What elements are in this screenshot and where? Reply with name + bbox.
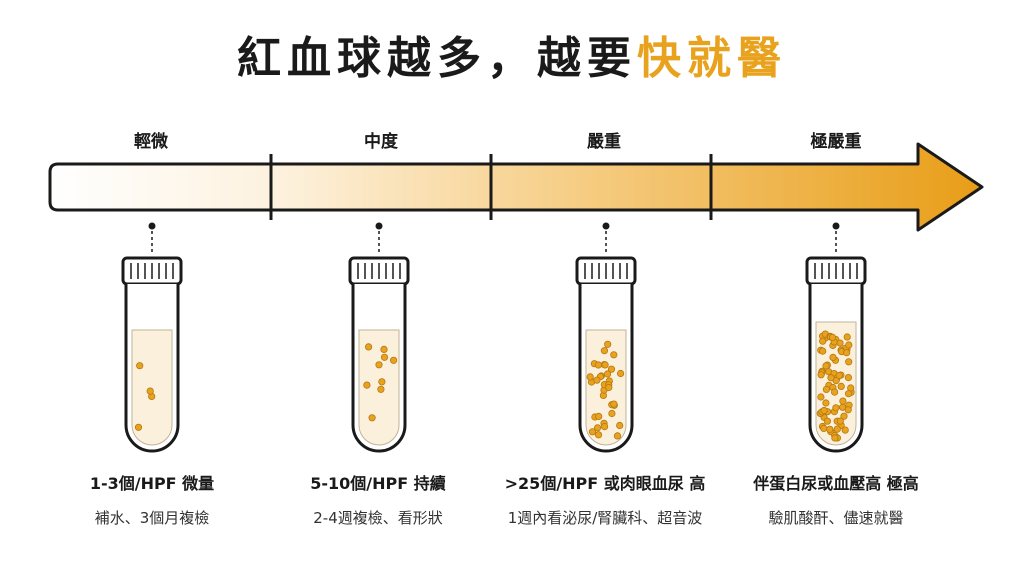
blood-cell-dot — [827, 374, 835, 382]
blood-cell-dot — [134, 423, 143, 431]
title-highlight: 快就醫 — [637, 33, 787, 84]
blood-cell-dot — [845, 358, 853, 366]
blood-cell-dot — [375, 361, 383, 369]
stage-count-moderate: 5-10個/HPF 持續 — [310, 474, 446, 493]
blood-cell-dot — [842, 349, 851, 357]
stage-label-very-severe: 極嚴重 — [810, 132, 862, 152]
blood-cell-dot — [839, 397, 847, 405]
blood-cell-dot — [380, 353, 389, 361]
blood-cell-dot — [820, 406, 828, 415]
blood-cell-dot — [836, 417, 844, 425]
blood-cell-dot — [603, 370, 612, 378]
blood-cell-dot — [613, 432, 622, 440]
blood-cell-dot — [616, 369, 625, 378]
blood-cell-dot — [819, 337, 827, 345]
blood-cell-dot — [380, 345, 388, 353]
severity-arrow — [48, 142, 984, 232]
blood-cell-dot — [610, 400, 618, 408]
blood-cell-dot — [837, 382, 845, 390]
blood-cell-dot — [844, 406, 852, 414]
blood-cell-dot — [600, 422, 609, 431]
blood-cell-dot — [823, 417, 832, 425]
blood-cell-dot — [604, 340, 612, 348]
blood-cell-dot — [607, 365, 616, 373]
blood-cell-dot — [822, 399, 830, 407]
stage-count-severe: >25個/HPF 或肉眼血尿 高 — [504, 474, 706, 493]
blood-cell-dot — [828, 333, 837, 341]
blood-cell-dot — [389, 356, 398, 364]
blood-cell-dot — [146, 387, 154, 395]
blood-cell-dot — [593, 376, 601, 384]
title-prefix: 紅血球越多，越要 — [237, 33, 637, 84]
stage-label-severe: 嚴重 — [587, 132, 621, 152]
stage-label-mild: 輕微 — [134, 132, 168, 152]
blood-cell-dot — [840, 412, 848, 420]
marker-dot — [375, 222, 383, 230]
blood-cell-dot — [832, 404, 840, 412]
blood-cell-dot — [595, 412, 603, 420]
blood-cell-dot — [829, 353, 837, 361]
blood-cell-dot — [844, 373, 853, 382]
stage-advice-mild: 補水、3個月複檢 — [94, 509, 210, 527]
blood-cell-dot — [822, 385, 831, 393]
stage-advice-very-severe: 驗肌酸酐、儘速就醫 — [768, 509, 904, 527]
blood-cell-dot — [594, 361, 603, 369]
stage-count-mild: 1-3個/HPF 微量 — [89, 474, 215, 493]
blood-cell-dot — [817, 393, 825, 401]
blood-cell-dot — [831, 434, 839, 442]
blood-cell-dot — [616, 421, 624, 430]
blood-cell-dot — [378, 378, 386, 386]
blood-cell-dot — [594, 431, 603, 439]
blood-cell-dot — [364, 343, 373, 351]
blood-cell-dot — [843, 333, 851, 341]
tube-liquid — [131, 329, 173, 446]
blood-cell-dot — [822, 362, 830, 370]
blood-cell-dot — [368, 414, 376, 422]
blood-cell-dot — [835, 371, 843, 380]
blood-cell-dot — [601, 361, 609, 369]
blood-cell-dot — [819, 347, 827, 355]
blood-cell-dot — [377, 385, 385, 393]
blood-cell-dot — [845, 341, 853, 349]
blood-cell-dot — [820, 424, 828, 432]
blood-cell-dot — [826, 425, 834, 433]
blood-cell-dot — [836, 339, 844, 347]
blood-cell-dot — [610, 351, 618, 359]
blood-cell-dot — [605, 383, 613, 392]
blood-cell-dot — [600, 347, 609, 355]
blood-cell-dot — [136, 362, 144, 370]
blood-cell-dot — [593, 424, 602, 432]
blood-cell-dot — [586, 373, 594, 381]
page-title: 紅血球越多，越要快就醫 — [0, 22, 1024, 86]
blood-cell-dot — [608, 409, 616, 418]
blood-cell-dot — [817, 371, 825, 379]
blood-cell-dot — [833, 425, 841, 433]
marker-dot — [602, 222, 610, 230]
stage-count-very-severe: 伴蛋白尿或血壓高 極高 — [753, 474, 919, 493]
blood-cell-dot — [830, 388, 839, 396]
stage-advice-moderate: 2-4週複檢、看形狀 — [313, 509, 443, 527]
blood-cell-dot — [588, 428, 597, 436]
blood-cell-dot — [363, 381, 371, 389]
blood-cell-dot — [844, 390, 853, 398]
blood-cell-dot — [841, 426, 849, 434]
stage-advice-severe: 1週內看泌尿/腎臟科、超音波 — [507, 509, 703, 527]
marker-dot — [832, 222, 840, 230]
stage-label-moderate: 中度 — [364, 132, 398, 152]
marker-dot — [148, 222, 156, 230]
